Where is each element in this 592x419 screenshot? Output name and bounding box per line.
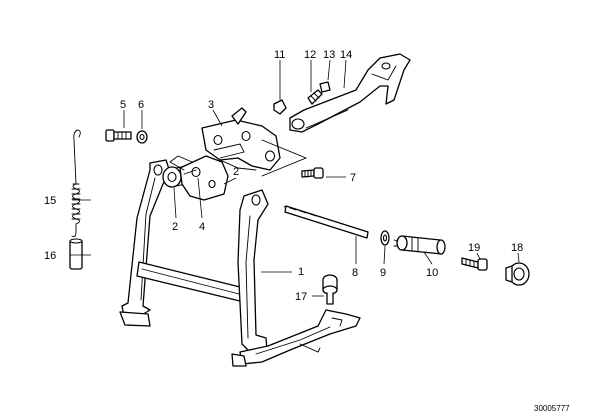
callout-2: 2 bbox=[172, 221, 178, 233]
stop-buffer bbox=[322, 274, 338, 305]
rubber-pad bbox=[273, 99, 287, 115]
footrest-arm bbox=[289, 53, 411, 133]
callout-4: 4 bbox=[199, 221, 205, 233]
nut-13 bbox=[319, 81, 331, 93]
callout-16: 16 bbox=[44, 250, 56, 262]
spring bbox=[71, 129, 81, 237]
leader-lines bbox=[70, 59, 520, 297]
callout-9: 9 bbox=[380, 267, 386, 279]
washer-6 bbox=[136, 130, 148, 144]
pin-sleeve bbox=[393, 235, 446, 255]
callout-2: 2 bbox=[233, 166, 239, 178]
bracket-plate bbox=[201, 107, 281, 171]
bolt-7 bbox=[301, 167, 324, 179]
callout-3: 3 bbox=[208, 99, 214, 111]
sleeve bbox=[69, 238, 83, 270]
callout-15: 15 bbox=[44, 195, 56, 207]
callout-19: 19 bbox=[468, 242, 480, 254]
callout-8: 8 bbox=[352, 267, 358, 279]
mounting-bracket bbox=[169, 155, 229, 201]
screw-12 bbox=[307, 89, 323, 105]
drawing-number: 30005777 bbox=[534, 404, 570, 413]
callout-10: 10 bbox=[426, 267, 438, 279]
callout-11: 11 bbox=[274, 49, 285, 61]
callout-14: 14 bbox=[340, 49, 352, 61]
bolt-5 bbox=[105, 129, 132, 142]
callout-13: 13 bbox=[323, 49, 335, 61]
bolt-19 bbox=[461, 257, 488, 271]
washer-9 bbox=[380, 230, 390, 246]
callout-6: 6 bbox=[138, 99, 144, 111]
callout-1: 1 bbox=[298, 266, 304, 278]
callout-18: 18 bbox=[511, 242, 523, 254]
center-stand bbox=[119, 159, 361, 367]
callout-17: 17 bbox=[295, 291, 307, 303]
callout-5: 5 bbox=[120, 99, 126, 111]
rubber-cap bbox=[505, 262, 530, 286]
rod bbox=[283, 205, 369, 239]
callout-7: 7 bbox=[350, 172, 356, 184]
callout-12: 12 bbox=[304, 49, 316, 61]
